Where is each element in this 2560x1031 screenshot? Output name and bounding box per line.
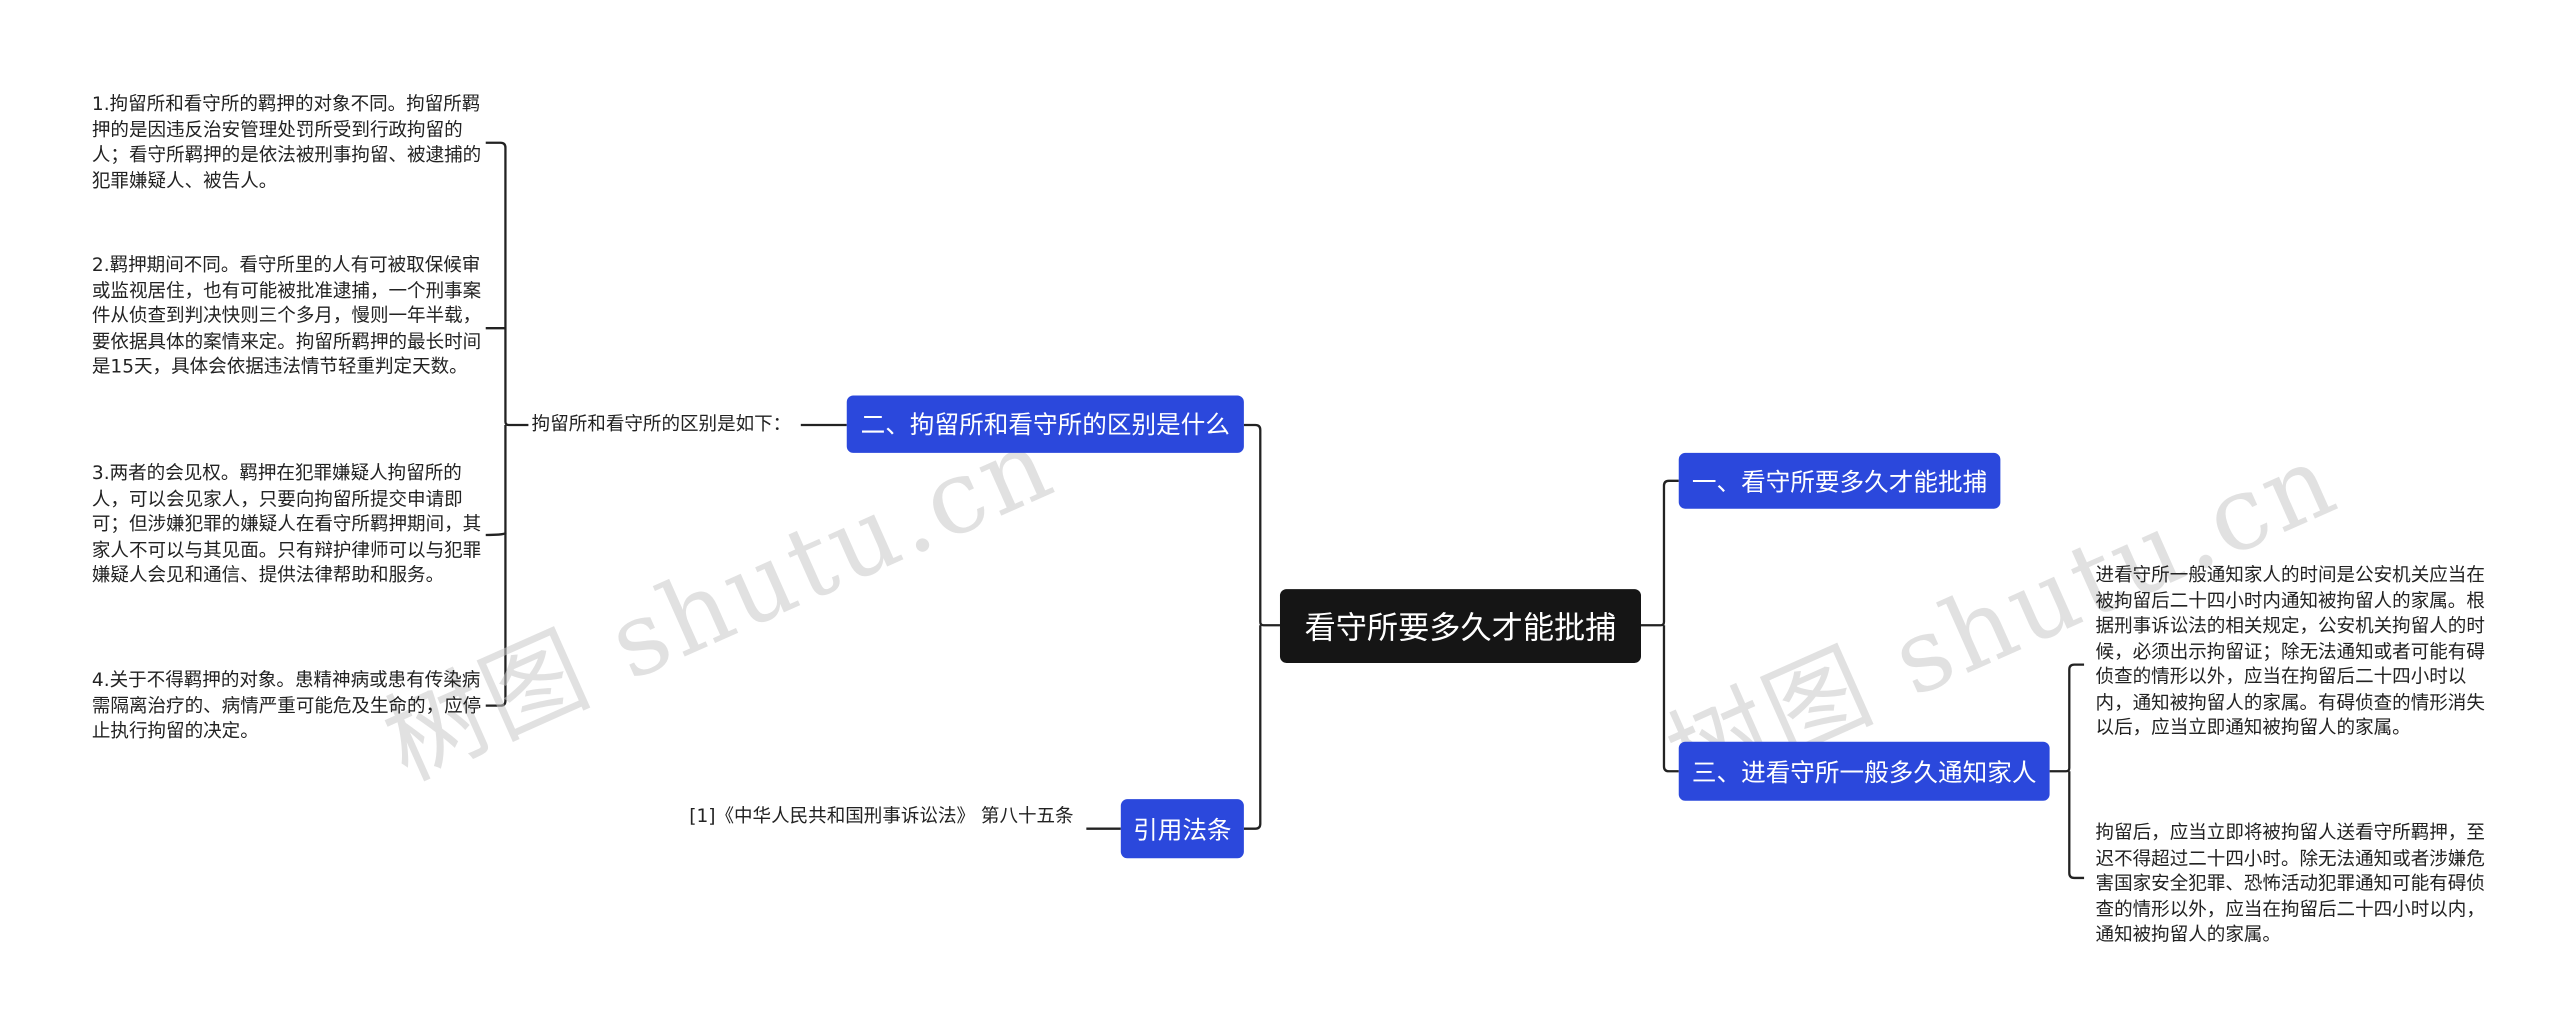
link-root-right <box>1641 479 1679 627</box>
link-notify-text2 <box>2068 771 2085 880</box>
branch-difference[interactable]: 二、拘留所和看守所的区别是什么 <box>846 395 1244 453</box>
difference-intro: 拘留所和看守所的区别是如下： <box>531 413 792 435</box>
link-root-left <box>1243 423 1280 627</box>
notify-text-1: 进看守所一般通知家人的时间是公安机关应当在被拘留后二十四小时内通知被拘留人的家属… <box>2095 564 2485 739</box>
branch-approval[interactable]: 一、看守所要多久才能批捕 <box>1678 452 2001 509</box>
root-node[interactable]: 看守所要多久才能批捕 <box>1279 589 1641 663</box>
link-notify-text <box>2049 663 2085 773</box>
link-root-notify <box>1662 625 1679 773</box>
branch-law[interactable]: 引用法条 <box>1120 799 1244 859</box>
difference-point-1: 1.拘留所和看守所的羁押的对象不同。拘留所羁押的是因违反治安管理处罚所受到行政拘… <box>91 93 482 192</box>
difference-point-4: 4.关于不得羁押的对象。患精神病或患有传染病需隔离治疗的、病情严重可能危及生命的… <box>91 669 482 742</box>
link-point4 <box>485 533 507 707</box>
link-root-law <box>1243 625 1262 830</box>
difference-point-3: 3.两者的会见权。羁押在犯罪嫌疑人拘留所的人，可以会见家人，只要向拘留所提交申请… <box>91 462 482 586</box>
difference-point-2: 2.羁押期间不同。看守所里的人有可被取保候审或监视居住，也有可能被批准逮捕，一个… <box>91 254 482 378</box>
link-point3 <box>485 425 507 537</box>
notify-text-2: 拘留后，应当立即将被拘留人送看守所羁押，至迟不得超过二十四小时。除无法通知或者涉… <box>2095 822 2485 946</box>
link-intro-points <box>485 141 529 427</box>
branch-notify[interactable]: 三、进看守所一般多久通知家人 <box>1678 741 2050 801</box>
law-reference: [1]《中华人民共和国刑事诉讼法》 第八十五条 <box>689 805 1074 828</box>
